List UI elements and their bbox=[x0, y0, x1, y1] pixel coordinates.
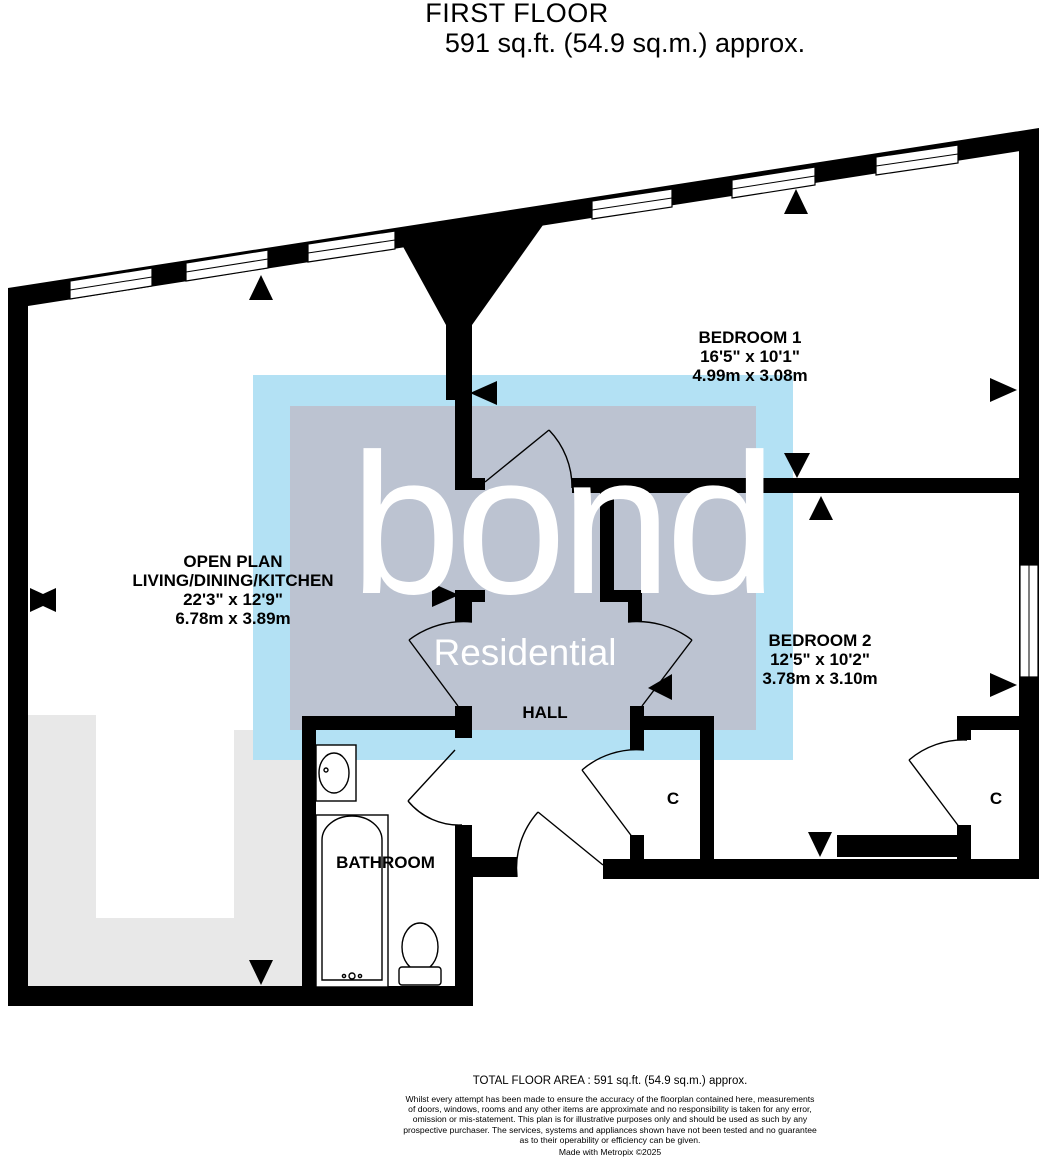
disclaimer-line: as to their operability or efficiency ca… bbox=[519, 1134, 701, 1145]
room-name: HALL bbox=[522, 703, 568, 722]
shaded-area bbox=[28, 715, 302, 988]
doors bbox=[407, 429, 968, 878]
floor-title: FIRST FLOOR bbox=[425, 0, 609, 28]
room-dimensions-imperial: 16'5" x 10'1" bbox=[700, 347, 800, 366]
room-cupboard-2: C bbox=[981, 789, 1011, 808]
sink bbox=[315, 744, 357, 802]
room-name: C bbox=[666, 789, 680, 808]
disclaimer-line: of doors, windows, rooms and any other i… bbox=[408, 1104, 812, 1115]
room-name: BEDROOM 1 bbox=[698, 328, 802, 347]
disclaimer-line: Whilst every attempt has been made to en… bbox=[405, 1094, 815, 1104]
top-exterior-wall bbox=[8, 128, 1039, 306]
room-name: OPEN PLAN bbox=[183, 552, 283, 571]
floor-area-subtitle: 591 sq.ft. (54.9 sq.m.) approx. bbox=[444, 28, 806, 58]
watermark-inner bbox=[290, 406, 756, 730]
bathtub bbox=[315, 814, 389, 988]
room-open-plan: OPEN PLAN LIVING/DINING/KITCHEN 22'3" x … bbox=[100, 552, 366, 628]
room-name: BATHROOM bbox=[336, 853, 435, 872]
made-with-credit: Made with Metropix ©2025 bbox=[558, 1147, 662, 1157]
window-lines bbox=[69, 153, 959, 291]
room-hall: HALL bbox=[505, 703, 585, 722]
room-dimensions-metric: 3.78m x 3.10m bbox=[762, 669, 878, 688]
room-name: BEDROOM 2 bbox=[768, 631, 872, 650]
room-name: LIVING/DINING/KITCHEN bbox=[132, 571, 334, 590]
room-dimensions-metric: 4.99m x 3.08m bbox=[692, 366, 808, 385]
room-bedroom-2: BEDROOM 2 12'5" x 10'2" 3.78m x 3.10m bbox=[730, 631, 910, 688]
direction-arrows bbox=[30, 189, 1017, 985]
chimney-breast bbox=[395, 218, 548, 325]
room-dimensions-imperial: 12'5" x 10'2" bbox=[770, 650, 870, 669]
disclaimer: Whilst every attempt has been made to en… bbox=[360, 1094, 860, 1145]
room-bedroom-1: BEDROOM 1 16'5" x 10'1" 4.99m x 3.08m bbox=[660, 328, 840, 385]
room-bathroom: BATHROOM bbox=[318, 853, 453, 872]
room-dimensions-imperial: 22'3" x 12'9" bbox=[183, 590, 283, 609]
watermark-tagline: Residential bbox=[433, 632, 617, 673]
total-floor-area: TOTAL FLOOR AREA : 591 sq.ft. (54.9 sq.m… bbox=[472, 1075, 748, 1087]
interior-walls bbox=[302, 305, 1022, 1006]
room-cupboard-1: C bbox=[658, 789, 688, 808]
disclaimer-line: prospective purchaser. The services, sys… bbox=[403, 1124, 817, 1135]
disclaimer-line: omission or mis-statement. This plan is … bbox=[412, 1114, 808, 1125]
room-name: C bbox=[989, 789, 1003, 808]
toilet bbox=[398, 922, 442, 986]
room-dimensions-metric: 6.78m x 3.89m bbox=[175, 609, 291, 628]
watermark-brand: bond bbox=[350, 413, 777, 636]
